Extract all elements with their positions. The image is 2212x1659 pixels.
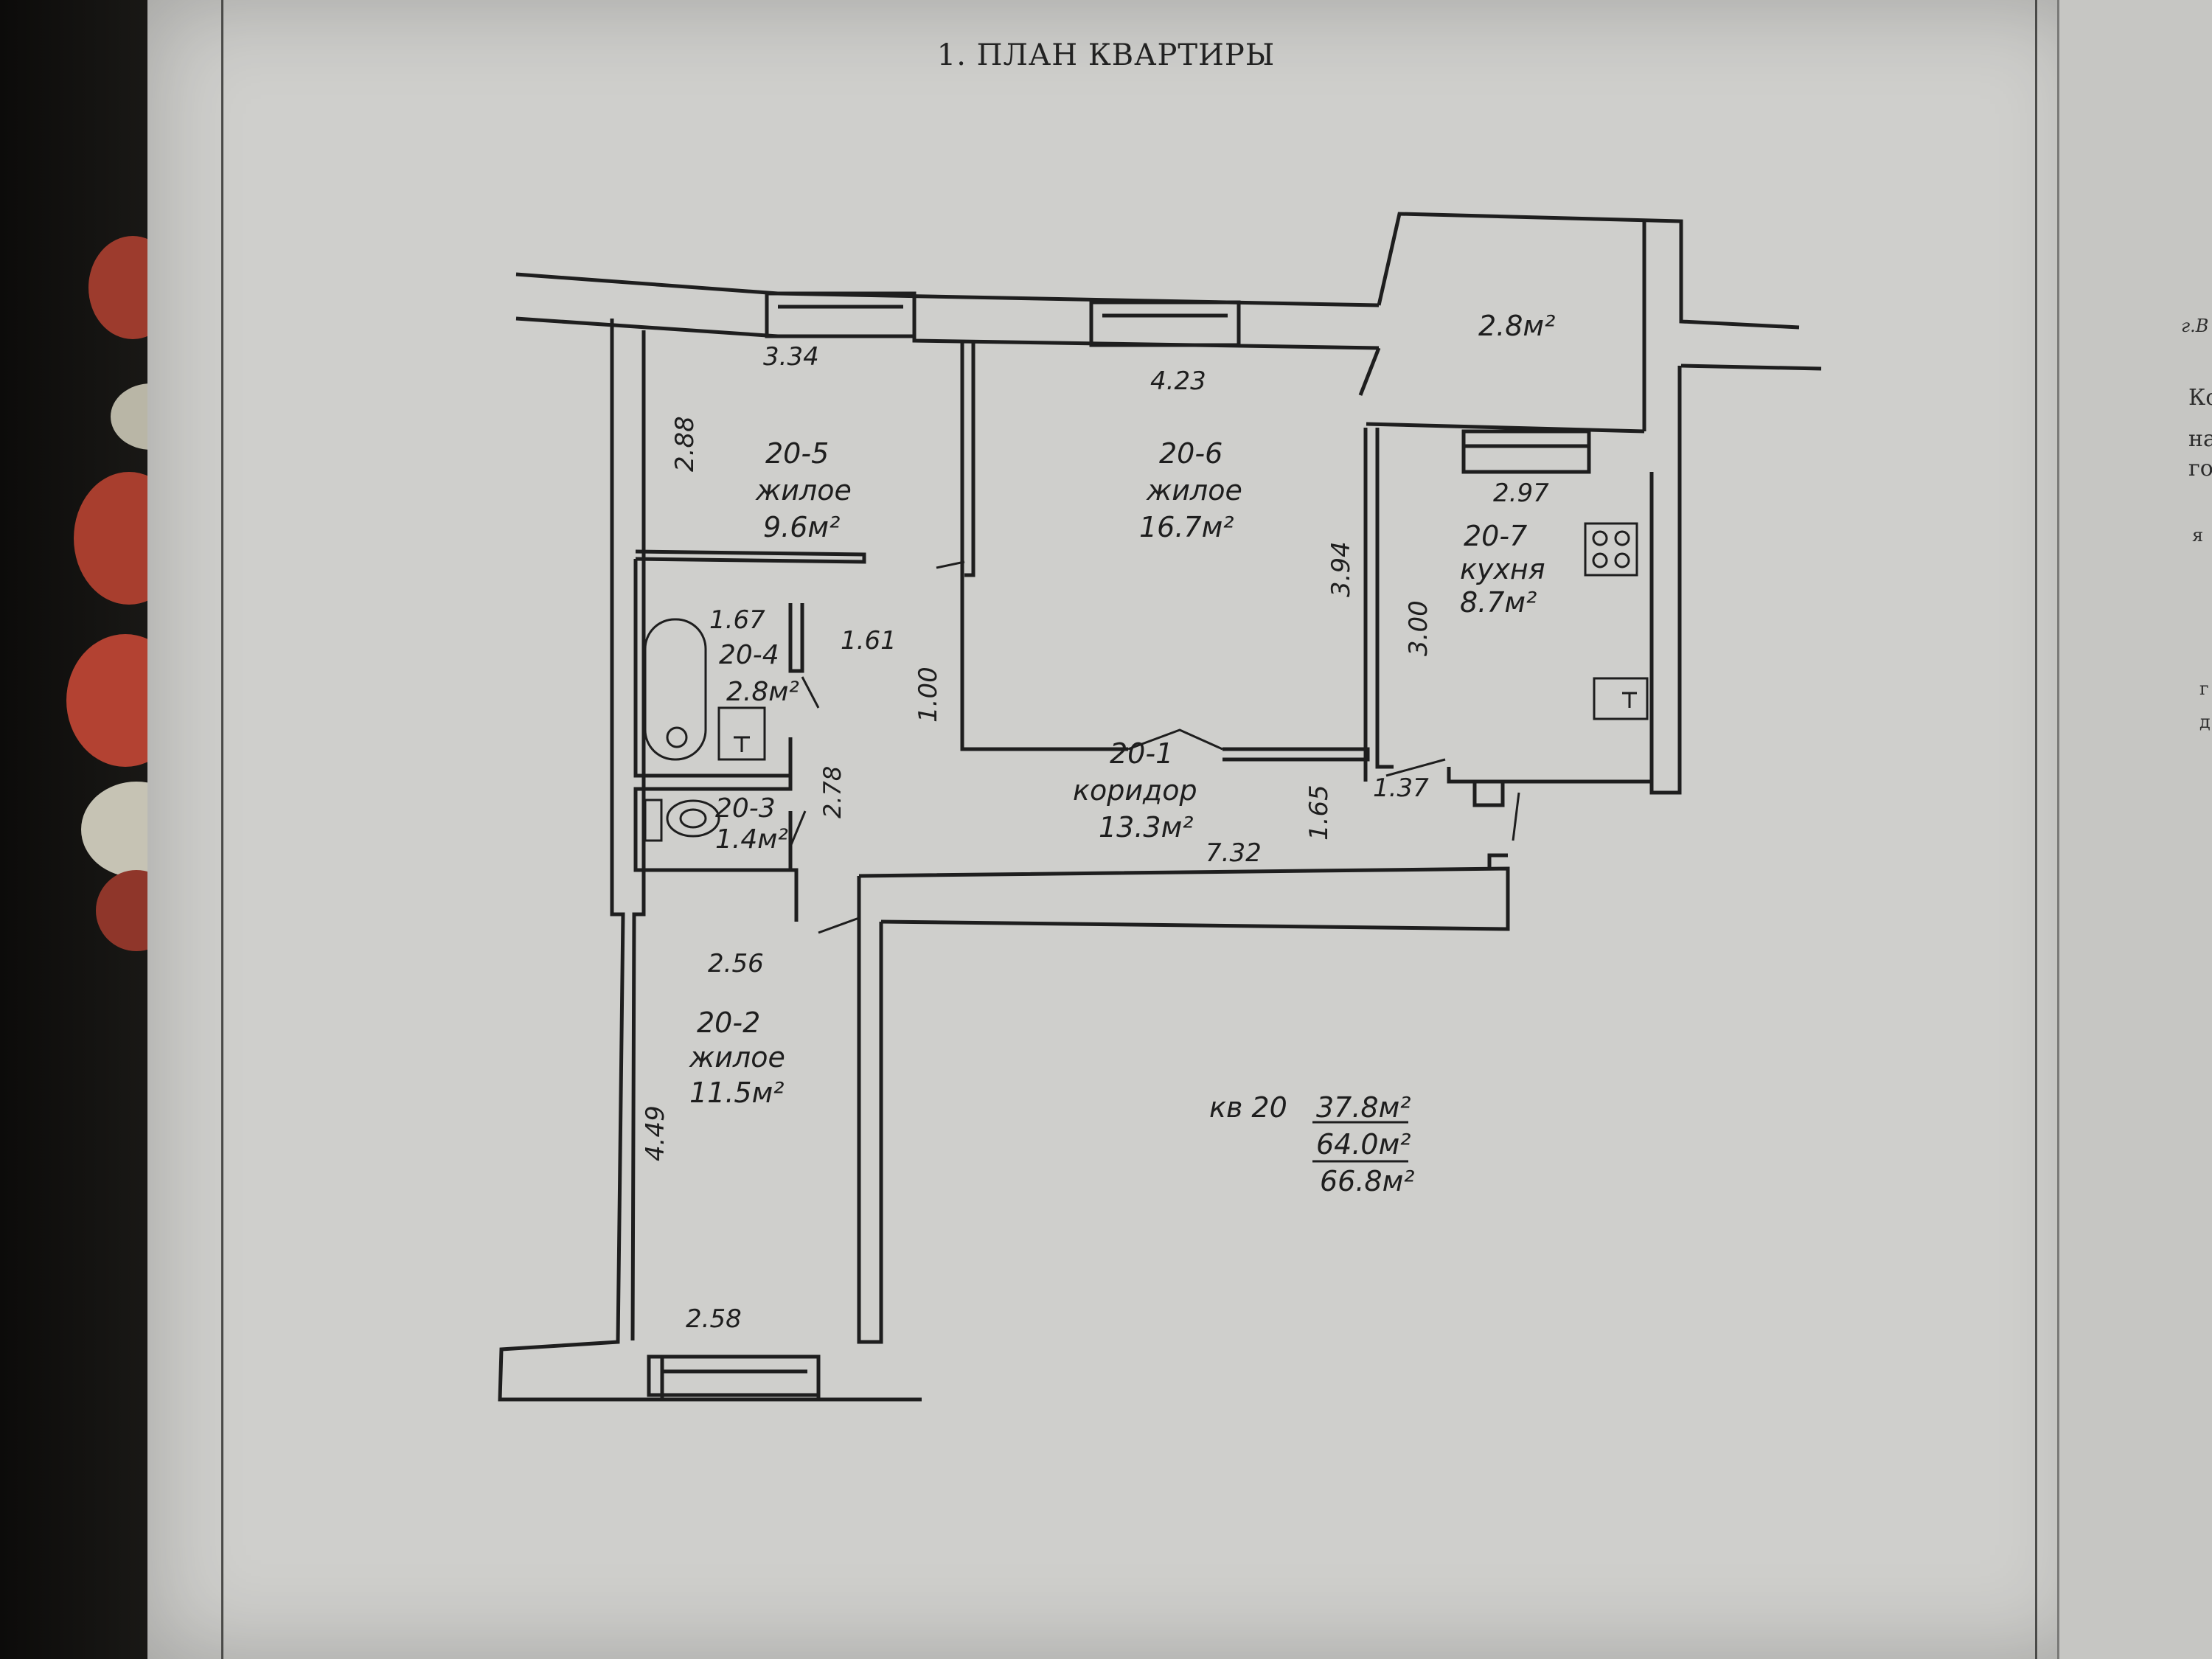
wall-room-20-2-right bbox=[857, 876, 883, 1344]
room-area: 1.4м² bbox=[715, 824, 788, 855]
stove-icon bbox=[1584, 522, 1638, 577]
adjacent-page-text: д bbox=[2199, 712, 2211, 732]
room-number: 20-6 bbox=[1159, 437, 1222, 470]
sink-icon bbox=[717, 706, 766, 761]
wall-left-outer bbox=[498, 319, 662, 1402]
document-page bbox=[147, 0, 2094, 1659]
dimension-label: 2.58 bbox=[686, 1304, 742, 1334]
apartment-area-total-balcony: 66.8м² bbox=[1320, 1165, 1415, 1197]
apartment-area-total: 64.0м² bbox=[1316, 1128, 1411, 1161]
room-number: 20-1 bbox=[1110, 737, 1173, 770]
balcony-wall-lower bbox=[1680, 364, 1822, 371]
room-type: жилое bbox=[1146, 474, 1242, 507]
dimension-label: 1.65 bbox=[1304, 785, 1334, 841]
dimension-label: 2.78 bbox=[818, 766, 846, 818]
dimension-label: 1.61 bbox=[841, 626, 897, 655]
adjacent-page: г.В Ко на го я г д bbox=[2057, 0, 2212, 1659]
wall-top-outer bbox=[515, 272, 1380, 307]
toilet-seat-icon bbox=[679, 808, 707, 829]
window-room-20-2 bbox=[647, 1354, 821, 1397]
window-kitchen bbox=[1461, 429, 1591, 474]
page-title: 1. ПЛАН КВАРТИРЫ bbox=[936, 38, 1276, 72]
dimension-label: 4.23 bbox=[1150, 366, 1206, 396]
wall-kitchen bbox=[1375, 428, 1394, 769]
wall-bathroom bbox=[633, 559, 799, 922]
kitchen-sink-icon bbox=[1593, 677, 1649, 720]
room-number: 20-2 bbox=[697, 1006, 760, 1039]
adjacent-page-text: г.В bbox=[2181, 316, 2209, 336]
dimension-label: 2.88 bbox=[670, 416, 700, 472]
wall-room-20-6-left bbox=[960, 341, 1128, 751]
dimension-label: 3.00 bbox=[1404, 600, 1433, 656]
wall-corridor-stub bbox=[1487, 853, 1508, 869]
room-number: 20-3 bbox=[715, 793, 776, 824]
wall-room-20-6-left-inner bbox=[964, 341, 975, 577]
apartment-area-living: 37.8м² bbox=[1316, 1091, 1411, 1124]
toilet-bowl-icon bbox=[666, 799, 720, 838]
dimension-label: 3.34 bbox=[763, 342, 819, 372]
bathtub-icon bbox=[644, 618, 707, 761]
dimension-label: 2.56 bbox=[708, 949, 764, 978]
door-balcony-swing bbox=[1512, 792, 1520, 841]
room-area: 2.8м² bbox=[726, 677, 799, 707]
wall-kitchen-right bbox=[1649, 366, 1682, 795]
room-type: кухня bbox=[1460, 553, 1545, 585]
room-area: 13.3м² bbox=[1099, 811, 1194, 844]
room-area: 9.6м² bbox=[763, 511, 840, 543]
door-20-6 bbox=[1127, 728, 1223, 751]
dimension-label: 3.94 bbox=[1326, 541, 1356, 597]
wall-bottom bbox=[660, 1354, 922, 1402]
door-wc bbox=[789, 810, 807, 847]
balcony-area: 2.8м² bbox=[1478, 310, 1555, 342]
dimension-label: 2.97 bbox=[1493, 479, 1549, 508]
balcony-bottom bbox=[1366, 422, 1645, 434]
dimension-label: 1.67 bbox=[709, 605, 765, 635]
door-kitchen bbox=[1385, 758, 1446, 777]
room-area: 11.5м² bbox=[689, 1077, 785, 1109]
page-frame-right bbox=[2035, 0, 2037, 1659]
stove-burner-icon bbox=[1614, 530, 1630, 546]
adjacent-page-text: г bbox=[2199, 678, 2209, 699]
window-room-20-6 bbox=[1089, 300, 1241, 347]
door-20-5 bbox=[936, 560, 965, 569]
room-area: 8.7м² bbox=[1460, 586, 1537, 619]
apartment-label: кв 20 bbox=[1209, 1091, 1287, 1124]
stove-burner-icon bbox=[1592, 530, 1608, 546]
wall-left-inner bbox=[630, 330, 646, 1341]
wall-room-20-5-bottom bbox=[635, 549, 866, 564]
adjacent-page-text: го bbox=[2188, 456, 2212, 481]
dimension-label: 1.00 bbox=[914, 667, 943, 723]
bathtub-drain-icon bbox=[666, 726, 688, 748]
balcony-outline bbox=[1377, 212, 1800, 330]
wall-bathroom-inner bbox=[788, 603, 804, 673]
room-type: жилое bbox=[755, 474, 852, 507]
dimension-label: 7.32 bbox=[1206, 838, 1262, 868]
room-area: 16.7м² bbox=[1139, 511, 1234, 543]
adjacent-page-text: я bbox=[2192, 525, 2204, 546]
wall-kitchen-stub bbox=[1472, 782, 1505, 807]
wall-corridor-lower bbox=[858, 866, 1510, 931]
dimension-label: 4.49 bbox=[641, 1105, 670, 1161]
door-bathroom bbox=[801, 676, 820, 709]
door-20-2 bbox=[818, 917, 860, 934]
room-number: 20-4 bbox=[719, 640, 779, 670]
balcony-inner bbox=[1358, 347, 1381, 396]
dimension-label: 1.37 bbox=[1373, 773, 1429, 803]
adjacent-page-text: на bbox=[2188, 426, 2212, 452]
toilet-tank-icon bbox=[644, 799, 663, 842]
window-room-20-5 bbox=[765, 291, 917, 338]
stove-burner-icon bbox=[1592, 552, 1608, 568]
stove-burner-icon bbox=[1614, 552, 1630, 568]
adjacent-page-text: Ко bbox=[2188, 385, 2212, 411]
page-frame-left bbox=[221, 0, 223, 1659]
room-number: 20-7 bbox=[1464, 520, 1527, 552]
wall-kitchen-bottom bbox=[1447, 767, 1652, 784]
wall-room-20-6-bottom bbox=[1222, 747, 1370, 762]
room-number: 20-5 bbox=[765, 437, 829, 470]
room-type: жилое bbox=[689, 1041, 785, 1074]
room-type: коридор bbox=[1073, 774, 1197, 807]
